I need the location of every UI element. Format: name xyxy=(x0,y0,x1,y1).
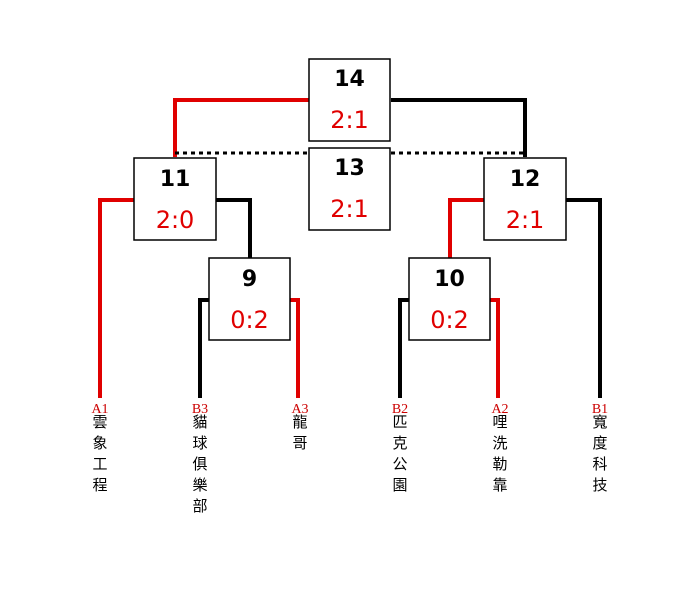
team-label-b2: B2 匹克公園 xyxy=(392,402,408,494)
line-m11-to-m14 xyxy=(173,98,309,157)
team-name: 哩洗勒靠 xyxy=(492,413,507,494)
line-a1-to-m11 xyxy=(98,198,134,398)
match-score: 2:1 xyxy=(330,106,369,134)
team-seed: B3 xyxy=(192,402,208,417)
match-score: 2:0 xyxy=(156,206,195,234)
line-a2-to-m10 xyxy=(490,298,500,398)
match-box-12: 12 2:1 xyxy=(483,157,567,241)
match-score: 2:1 xyxy=(506,206,545,234)
match-number: 9 xyxy=(242,267,257,292)
match-box-13: 13 2:1 xyxy=(308,147,391,231)
match-box-11: 11 2:0 xyxy=(133,157,217,241)
match-number: 11 xyxy=(160,167,191,192)
team-label-a1: A1 雲象工程 xyxy=(91,402,108,494)
line-b3-to-m9 xyxy=(198,298,209,398)
match-score: 0:2 xyxy=(430,306,469,334)
team-seed: B2 xyxy=(392,402,408,417)
line-m9-to-m11 xyxy=(216,198,252,258)
team-name: 寬度科技 xyxy=(592,413,607,494)
team-label-a2: A2 哩洗勒靠 xyxy=(491,402,508,494)
line-m10-to-m12 xyxy=(448,198,484,258)
team-name: 龍哥 xyxy=(292,413,307,452)
team-label-b3: B3 貓球俱樂部 xyxy=(192,402,208,515)
match-box-14: 14 2:1 xyxy=(308,58,391,142)
team-seed: B1 xyxy=(592,402,608,417)
line-b1-to-m12 xyxy=(566,198,602,398)
team-seed: A1 xyxy=(91,402,108,417)
match-number: 13 xyxy=(334,156,365,181)
team-name: 貓球俱樂部 xyxy=(192,413,207,515)
line-a3-to-m9 xyxy=(290,298,300,398)
line-m12-to-m14 xyxy=(391,98,527,157)
match-score: 2:1 xyxy=(330,195,369,223)
team-label-a3: A3 龍哥 xyxy=(291,402,308,452)
bracket-lines xyxy=(98,98,602,398)
team-seed: A3 xyxy=(291,402,308,417)
match-number: 12 xyxy=(510,167,541,192)
team-name: 雲象工程 xyxy=(92,413,107,494)
match-score: 0:2 xyxy=(230,306,269,334)
match-box-9: 9 0:2 xyxy=(208,257,291,341)
team-name: 匹克公園 xyxy=(392,413,407,494)
line-b2-to-m10 xyxy=(398,298,409,398)
team-label-b1: B1 寬度科技 xyxy=(592,402,608,494)
match-number: 10 xyxy=(434,267,465,292)
team-seed: A2 xyxy=(491,402,508,417)
match-number: 14 xyxy=(334,67,365,92)
match-box-10: 10 0:2 xyxy=(408,257,491,341)
